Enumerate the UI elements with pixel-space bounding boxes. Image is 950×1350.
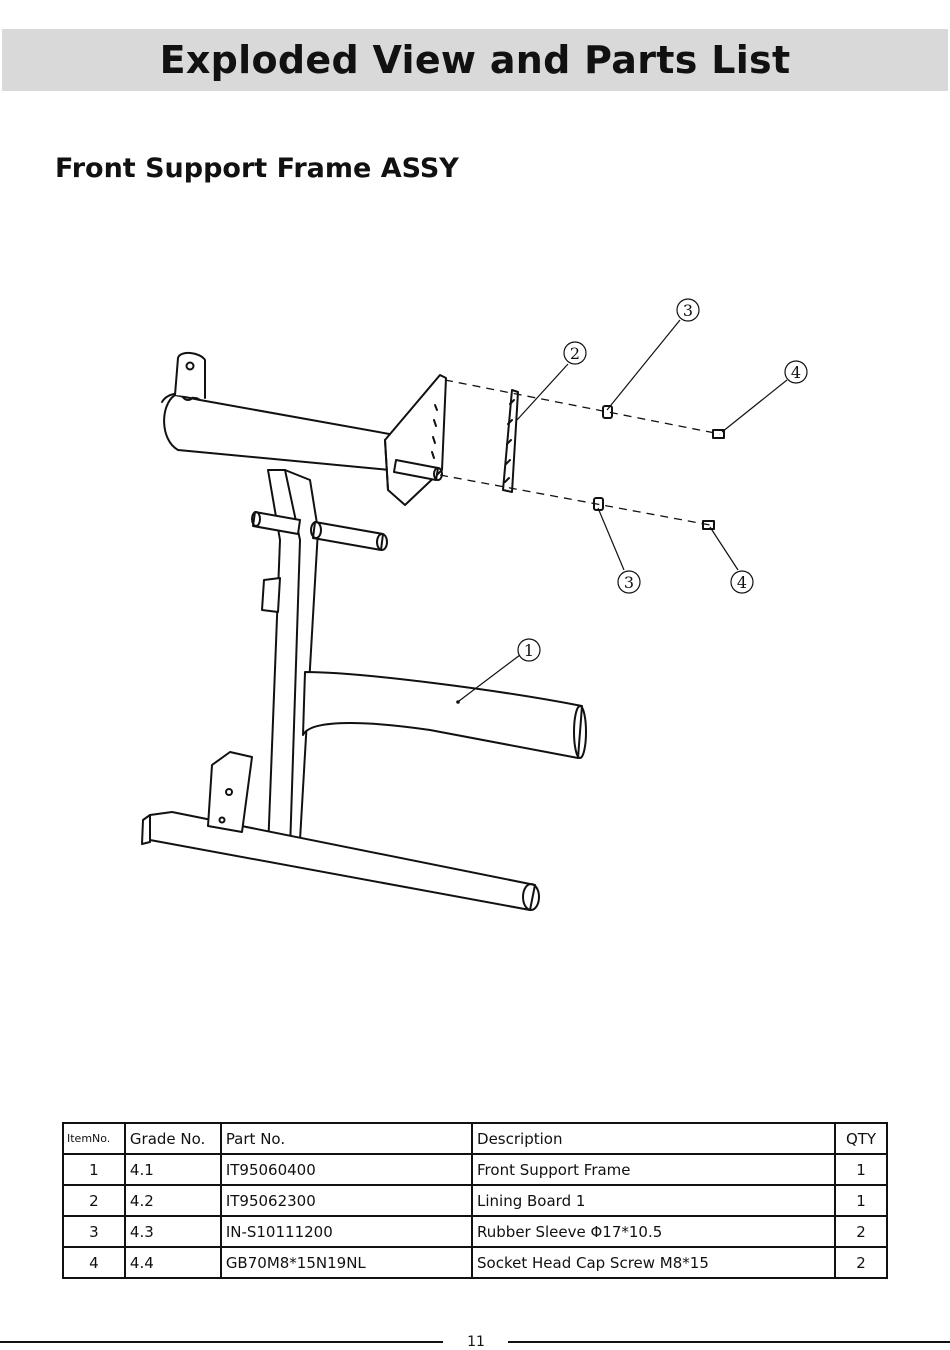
page-title: Exploded View and Parts List	[160, 38, 791, 82]
cell-item-no: 4	[63, 1247, 125, 1278]
cell-description: Socket Head Cap Screw M8*15	[472, 1247, 835, 1278]
parts-list-table: ItemNo. Grade No. Part No. Description Q…	[62, 1122, 888, 1279]
cell-grade-no: 4.4	[125, 1247, 221, 1278]
cell-item-no: 3	[63, 1216, 125, 1247]
frame-base-bracket	[208, 752, 252, 832]
cell-qty: 1	[835, 1154, 887, 1185]
cell-item-no: 2	[63, 1185, 125, 1216]
cell-grade-no: 4.1	[125, 1154, 221, 1185]
header-description: Description	[472, 1123, 835, 1154]
table-header-row: ItemNo. Grade No. Part No. Description Q…	[63, 1123, 887, 1154]
frame-side-arm	[303, 672, 582, 758]
exploded-view-diagram: 3 2 4 3 4 1	[0, 280, 950, 960]
footer-rule-right	[508, 1341, 950, 1343]
cell-grade-no: 4.2	[125, 1185, 221, 1216]
cell-qty: 1	[835, 1185, 887, 1216]
table-row: 2 4.2 IT95062300 Lining Board 1 1	[63, 1185, 887, 1216]
callout-1: 1	[524, 641, 534, 660]
callout-4-bottom: 4	[737, 573, 747, 592]
frame-top-tube	[164, 395, 395, 470]
cell-part-no: IN-S10111200	[221, 1216, 472, 1247]
footer-rule-left	[0, 1341, 443, 1343]
callout-4-top: 4	[791, 363, 801, 382]
header-item-no: ItemNo.	[63, 1123, 125, 1154]
cell-part-no: IT95060400	[221, 1154, 472, 1185]
section-title: Front Support Frame ASSY	[55, 153, 459, 184]
header-qty: QTY	[835, 1123, 887, 1154]
cell-part-no: IT95062300	[221, 1185, 472, 1216]
cell-qty: 2	[835, 1247, 887, 1278]
cell-description: Front Support Frame	[472, 1154, 835, 1185]
title-bar: Exploded View and Parts List	[2, 29, 948, 91]
cell-description: Lining Board 1	[472, 1185, 835, 1216]
table-row: 3 4.3 IN-S10111200 Rubber Sleeve Φ17*10.…	[63, 1216, 887, 1247]
cell-description: Rubber Sleeve Φ17*10.5	[472, 1216, 835, 1247]
callout-3-top: 3	[683, 301, 693, 320]
cell-grade-no: 4.3	[125, 1216, 221, 1247]
header-grade-no: Grade No.	[125, 1123, 221, 1154]
frame-top-tab	[175, 353, 205, 398]
callout-3-bottom: 3	[624, 573, 634, 592]
callout-2: 2	[570, 344, 580, 363]
table-row: 1 4.1 IT95060400 Front Support Frame 1	[63, 1154, 887, 1185]
cell-qty: 2	[835, 1216, 887, 1247]
frame-mount-plate	[385, 375, 446, 505]
cell-item-no: 1	[63, 1154, 125, 1185]
table-row: 4 4.4 GB70M8*15N19NL Socket Head Cap Scr…	[63, 1247, 887, 1278]
header-part-no: Part No.	[221, 1123, 472, 1154]
cell-part-no: GB70M8*15N19NL	[221, 1247, 472, 1278]
page-number: 11	[445, 1334, 507, 1350]
